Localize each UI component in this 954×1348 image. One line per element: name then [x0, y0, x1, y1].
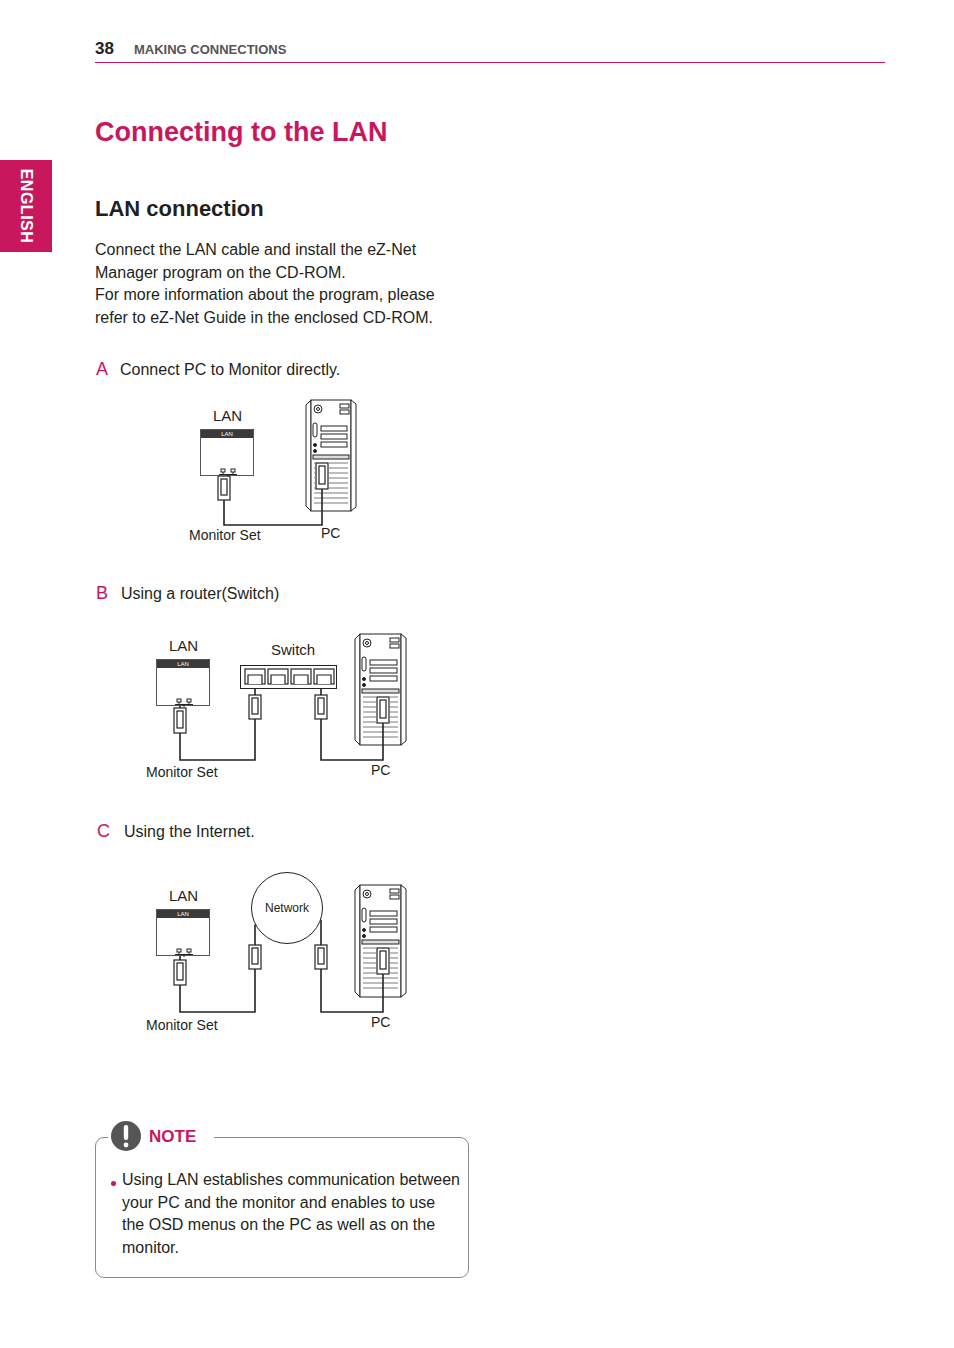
network-cloud-circle: Network	[251, 872, 323, 944]
language-tab-text: ENGLISH	[17, 169, 35, 244]
item-letter: C	[97, 821, 110, 842]
device-heading: Switch	[271, 641, 315, 658]
network-switch: Switch	[240, 665, 337, 689]
item-text: Using the Internet.	[124, 823, 255, 841]
pc-tower-drawing	[354, 633, 407, 746]
device-caption: Monitor Set	[146, 1017, 218, 1033]
pc-tower: PC	[354, 633, 407, 746]
rj45-plug	[315, 695, 327, 719]
item-text: Connect PC to Monitor directly.	[120, 361, 340, 379]
rj45-plug	[249, 945, 261, 969]
page-title: Connecting to the LAN	[95, 117, 387, 148]
language-tab	[0, 160, 52, 252]
monitor-lan-panel: LANLANMonitor Set	[156, 659, 210, 706]
item-letter: A	[96, 359, 108, 380]
monitor-lan-panel: LANLANMonitor Set	[156, 909, 210, 956]
panel-band: LAN	[157, 660, 209, 668]
item-text: Using a router(Switch)	[121, 585, 279, 603]
body-paragraph: Connect the LAN cable and install the eZ…	[95, 239, 460, 284]
header-rule	[95, 62, 885, 63]
panel-band: LAN	[157, 910, 209, 918]
pc-tower: PC	[305, 399, 357, 512]
port-heading: LAN	[213, 407, 242, 424]
monitor-lan-panel: LANLANMonitor Set	[200, 429, 254, 476]
lan-port-icon	[175, 944, 193, 954]
device-caption: PC	[371, 1014, 390, 1030]
panel-port-label: LAN	[221, 430, 233, 438]
lan-port-icon	[175, 694, 193, 704]
pc-tower-drawing	[354, 884, 407, 998]
device-caption: Monitor Set	[189, 527, 261, 543]
section-header: MAKING CONNECTIONS	[134, 42, 286, 57]
body-paragraph: For more information about the program, …	[95, 284, 460, 329]
section-heading: LAN connection	[95, 196, 264, 222]
pc-tower: PC	[354, 884, 407, 998]
port-heading: LAN	[169, 887, 198, 904]
panel-port-label: LAN	[177, 910, 189, 918]
note-box: NOTEUsing LAN establishes communication …	[95, 1137, 469, 1278]
panel-port-label: LAN	[177, 660, 189, 668]
device-caption: Monitor Set	[146, 764, 218, 780]
note-icon	[108, 1119, 144, 1153]
device-caption: PC	[371, 762, 390, 778]
page-number: 38	[95, 39, 114, 59]
bullet-dot	[111, 1181, 116, 1186]
rj45-plug	[249, 695, 261, 719]
lan-cable	[180, 689, 255, 760]
lan-port-icon	[219, 464, 237, 474]
rj45-plug	[174, 960, 186, 985]
switch-ports	[240, 665, 337, 689]
rj45-plug	[174, 708, 186, 733]
pc-tower-drawing	[305, 399, 357, 512]
network-label: Network	[265, 901, 309, 915]
rj45-plug	[315, 945, 327, 969]
panel-band: LAN	[201, 430, 253, 438]
port-heading: LAN	[169, 637, 198, 654]
rj45-plug	[218, 476, 230, 500]
item-letter: B	[96, 583, 108, 604]
note-body: Using LAN establishes communication betw…	[122, 1169, 460, 1259]
device-caption: PC	[321, 525, 340, 541]
note-heading: NOTE	[144, 1126, 214, 1148]
